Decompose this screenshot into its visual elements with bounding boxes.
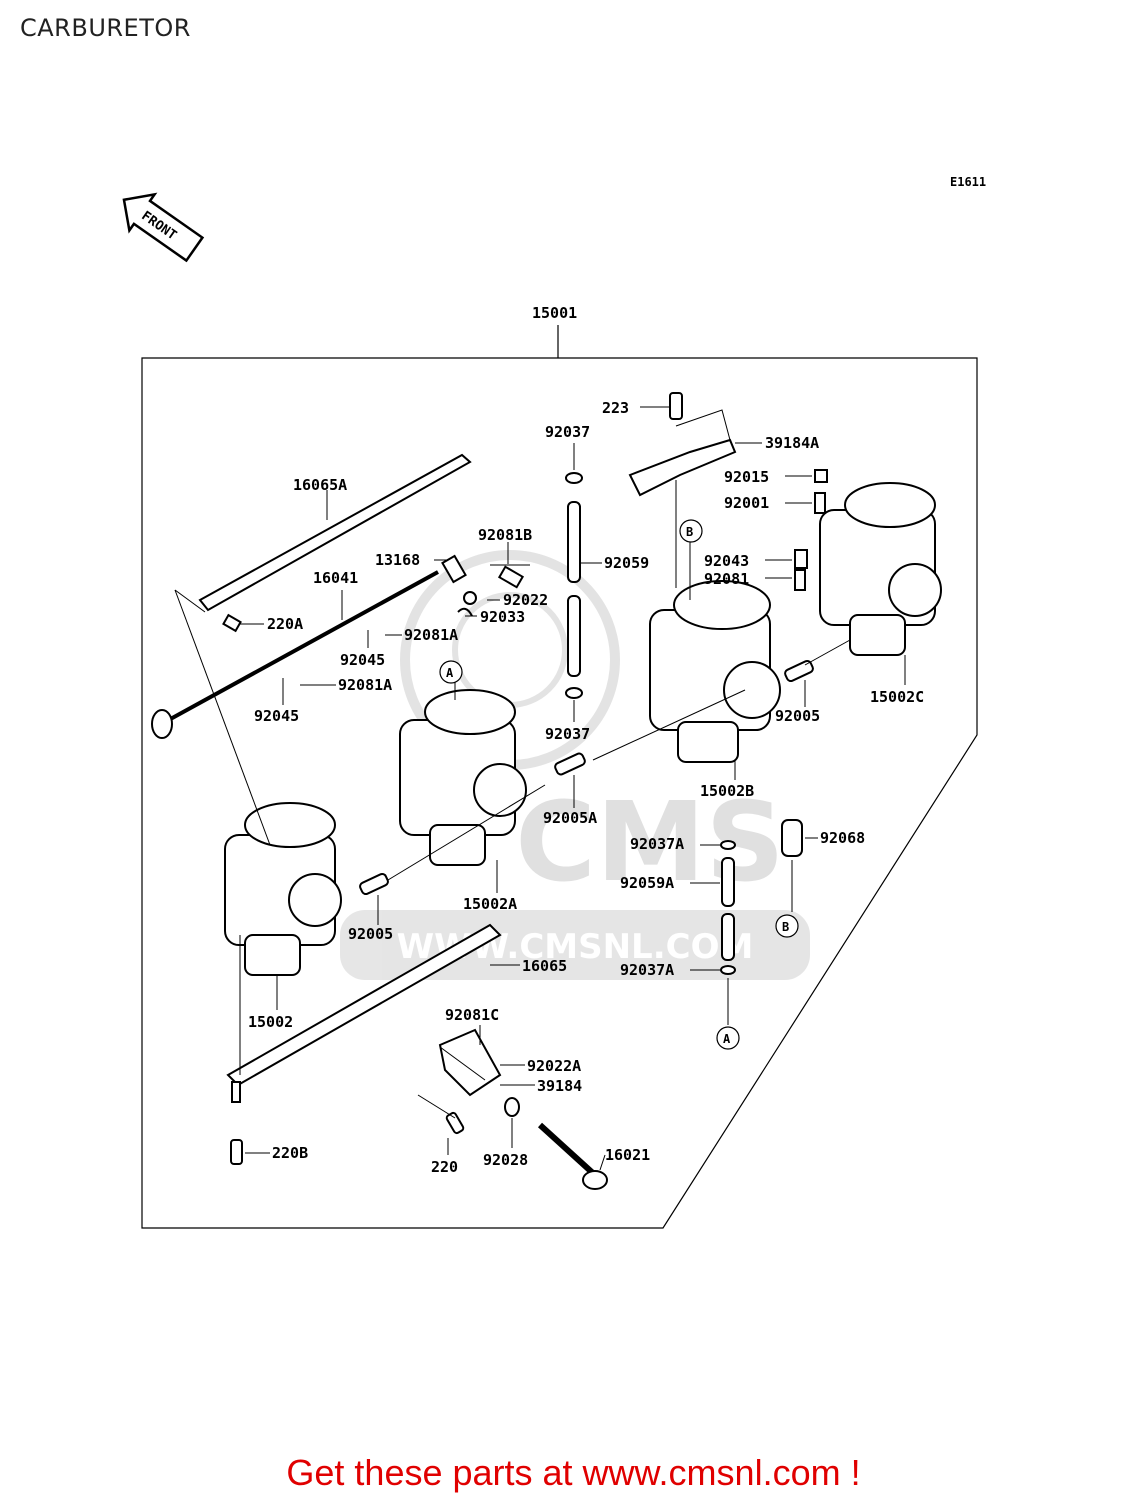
front-arrow-icon: FRONT <box>122 192 205 263</box>
part-label: 15002C <box>870 688 924 706</box>
part-label: 92045 <box>254 707 299 725</box>
part-label: 13168 <box>375 551 420 569</box>
part-label: 92005 <box>348 925 393 943</box>
part-label: 92005A <box>543 809 597 827</box>
part-label: 92015 <box>724 468 769 486</box>
part-labels: 223 39184A 92037 92015 92001 16065A 9208… <box>248 399 924 1176</box>
part-label: 92001 <box>724 494 769 512</box>
shaft-16041-icon <box>164 570 439 724</box>
part-label: 92037 <box>545 725 590 743</box>
part-label: 220B <box>272 1144 308 1162</box>
assembly-frame <box>141 325 978 1229</box>
part-label: 223 <box>602 399 629 417</box>
part-label: 92037A <box>630 835 684 853</box>
part-label: 92028 <box>483 1151 528 1169</box>
part-label: 16021 <box>605 1146 650 1164</box>
part-label: 92037 <box>545 423 590 441</box>
part-label: 92081A <box>404 626 458 644</box>
parts-drawing <box>151 392 942 1190</box>
part-label: 92081A <box>338 676 392 694</box>
part-label: 16065A <box>293 476 347 494</box>
callout-b-1 <box>679 519 703 543</box>
part-label: 92059A <box>620 874 674 892</box>
part-label: 92081B <box>478 526 532 544</box>
callout-a-1-label: A <box>446 666 454 680</box>
part-label: 92045 <box>340 651 385 669</box>
carburetor-15002a-icon <box>399 689 527 866</box>
carburetor-exploded-diagram: CMS WWW.CMSNL.COM E1611 FRONT 15001 <box>122 175 986 1229</box>
part-label: 92033 <box>480 608 525 626</box>
part-label: 16065 <box>522 957 567 975</box>
part-label: 220 <box>431 1158 458 1176</box>
part-label: 92068 <box>820 829 865 847</box>
carburetor-15002b-icon <box>649 580 781 763</box>
part-label: 15002B <box>700 782 754 800</box>
part-label: 39184 <box>537 1077 582 1095</box>
part-label: 92022 <box>503 591 548 609</box>
callout-b-2-label: B <box>782 920 789 934</box>
part-label: 92059 <box>604 554 649 572</box>
callout-a-2 <box>716 1026 740 1050</box>
callout-a-1 <box>439 660 463 684</box>
part-label: 92022A <box>527 1057 581 1075</box>
callout-a-2-label: A <box>723 1032 731 1046</box>
leader-lines <box>240 406 906 1171</box>
part-label: 15002A <box>463 895 517 913</box>
carburetor-15002-icon <box>224 802 342 976</box>
callouts: A B A B <box>439 519 799 1050</box>
rail-16065a-icon <box>198 453 472 612</box>
callout-b-1-label: B <box>686 525 693 539</box>
carburetor-15002c-icon <box>819 482 942 656</box>
part-label: 92005 <box>775 707 820 725</box>
part-label: 39184A <box>765 434 819 452</box>
part-label: 220A <box>267 615 303 633</box>
footer-promo-link[interactable]: Get these parts at www.cmsnl.com ! <box>286 1452 861 1493</box>
part-label: 92081C <box>445 1006 499 1024</box>
page-title: CARBURETOR <box>20 14 191 42</box>
assembly-label: 15001 <box>532 304 577 322</box>
part-label: 92037A <box>620 961 674 979</box>
part-label: 92043 <box>704 552 749 570</box>
watermark-brand: CMS <box>515 778 784 906</box>
part-label: 16041 <box>313 569 358 587</box>
figure-code: E1611 <box>950 175 986 189</box>
part-label: 15002 <box>248 1013 293 1031</box>
part-label: 92081 <box>704 570 749 588</box>
callout-b-2 <box>775 914 799 938</box>
